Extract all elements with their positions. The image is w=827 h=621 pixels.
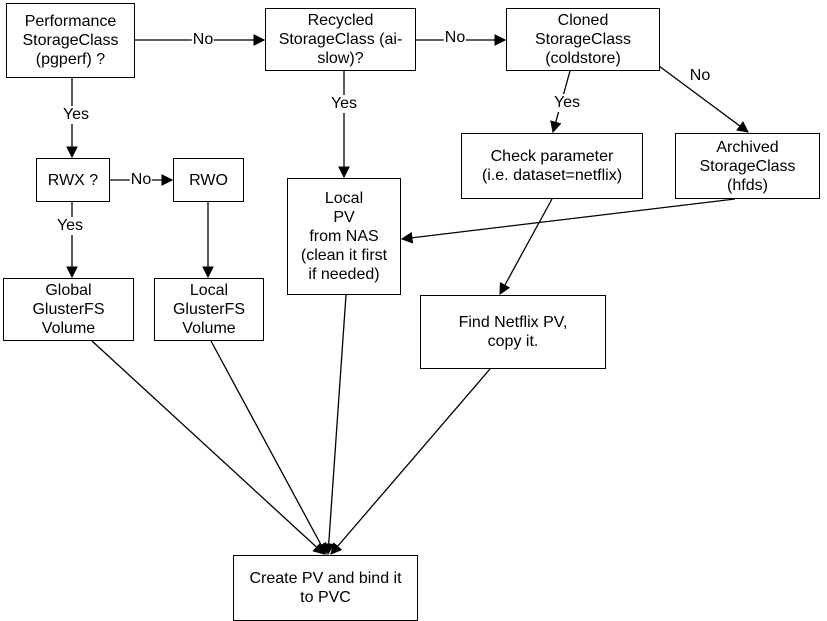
edge-label-cloned-check: Yes: [552, 94, 582, 112]
rwx-decision-node: RWX ?: [36, 158, 110, 202]
edge-archived-localnas: [400, 198, 736, 244]
edge-global-create: [91, 340, 325, 555]
cloned-storageclass-node: Cloned StorageClass (coldstore): [506, 8, 660, 71]
create-pv-bind-pvc-node: Create PV and bind it to PVC: [233, 555, 418, 621]
edge-label-rwx-global: Yes: [55, 217, 85, 235]
performance-storageclass-node: Performance StorageClass (pgperf) ?: [6, 3, 135, 78]
check-parameter-node: Check parameter (i.e. dataset=netflix): [461, 133, 643, 199]
edge-localgluster-create: [210, 340, 327, 556]
edge-label-perf-recycled: No: [191, 31, 215, 49]
local-glusterfs-volume-node: Local GlusterFS Volume: [154, 278, 264, 341]
edge-cloned-archived: [654, 62, 749, 133]
edge-check-find: [499, 198, 553, 296]
edge-label-rwx-rwo: No: [129, 171, 153, 189]
archived-storageclass-node: Archived StorageClass (hfds): [675, 133, 820, 199]
edge-localnas-create: [322, 294, 347, 556]
edge-find-create: [330, 368, 491, 555]
edge-label-recycled-local: Yes: [329, 95, 359, 113]
edge-label-cloned-archived: No: [688, 67, 712, 85]
edge-label-recycled-cloned: No: [443, 29, 467, 47]
global-glusterfs-volume-node: Global GlusterFS Volume: [3, 278, 134, 341]
local-pv-from-nas-node: Local PV from NAS (clean it first if nee…: [287, 178, 401, 295]
recycled-storageclass-node: Recycled StorageClass (ai- slow)?: [265, 8, 416, 71]
rwo-node: RWO: [173, 158, 244, 202]
find-netflix-pv-node: Find Netflix PV, copy it.: [420, 295, 606, 369]
edge-label-perf-rwx: Yes: [61, 106, 91, 124]
